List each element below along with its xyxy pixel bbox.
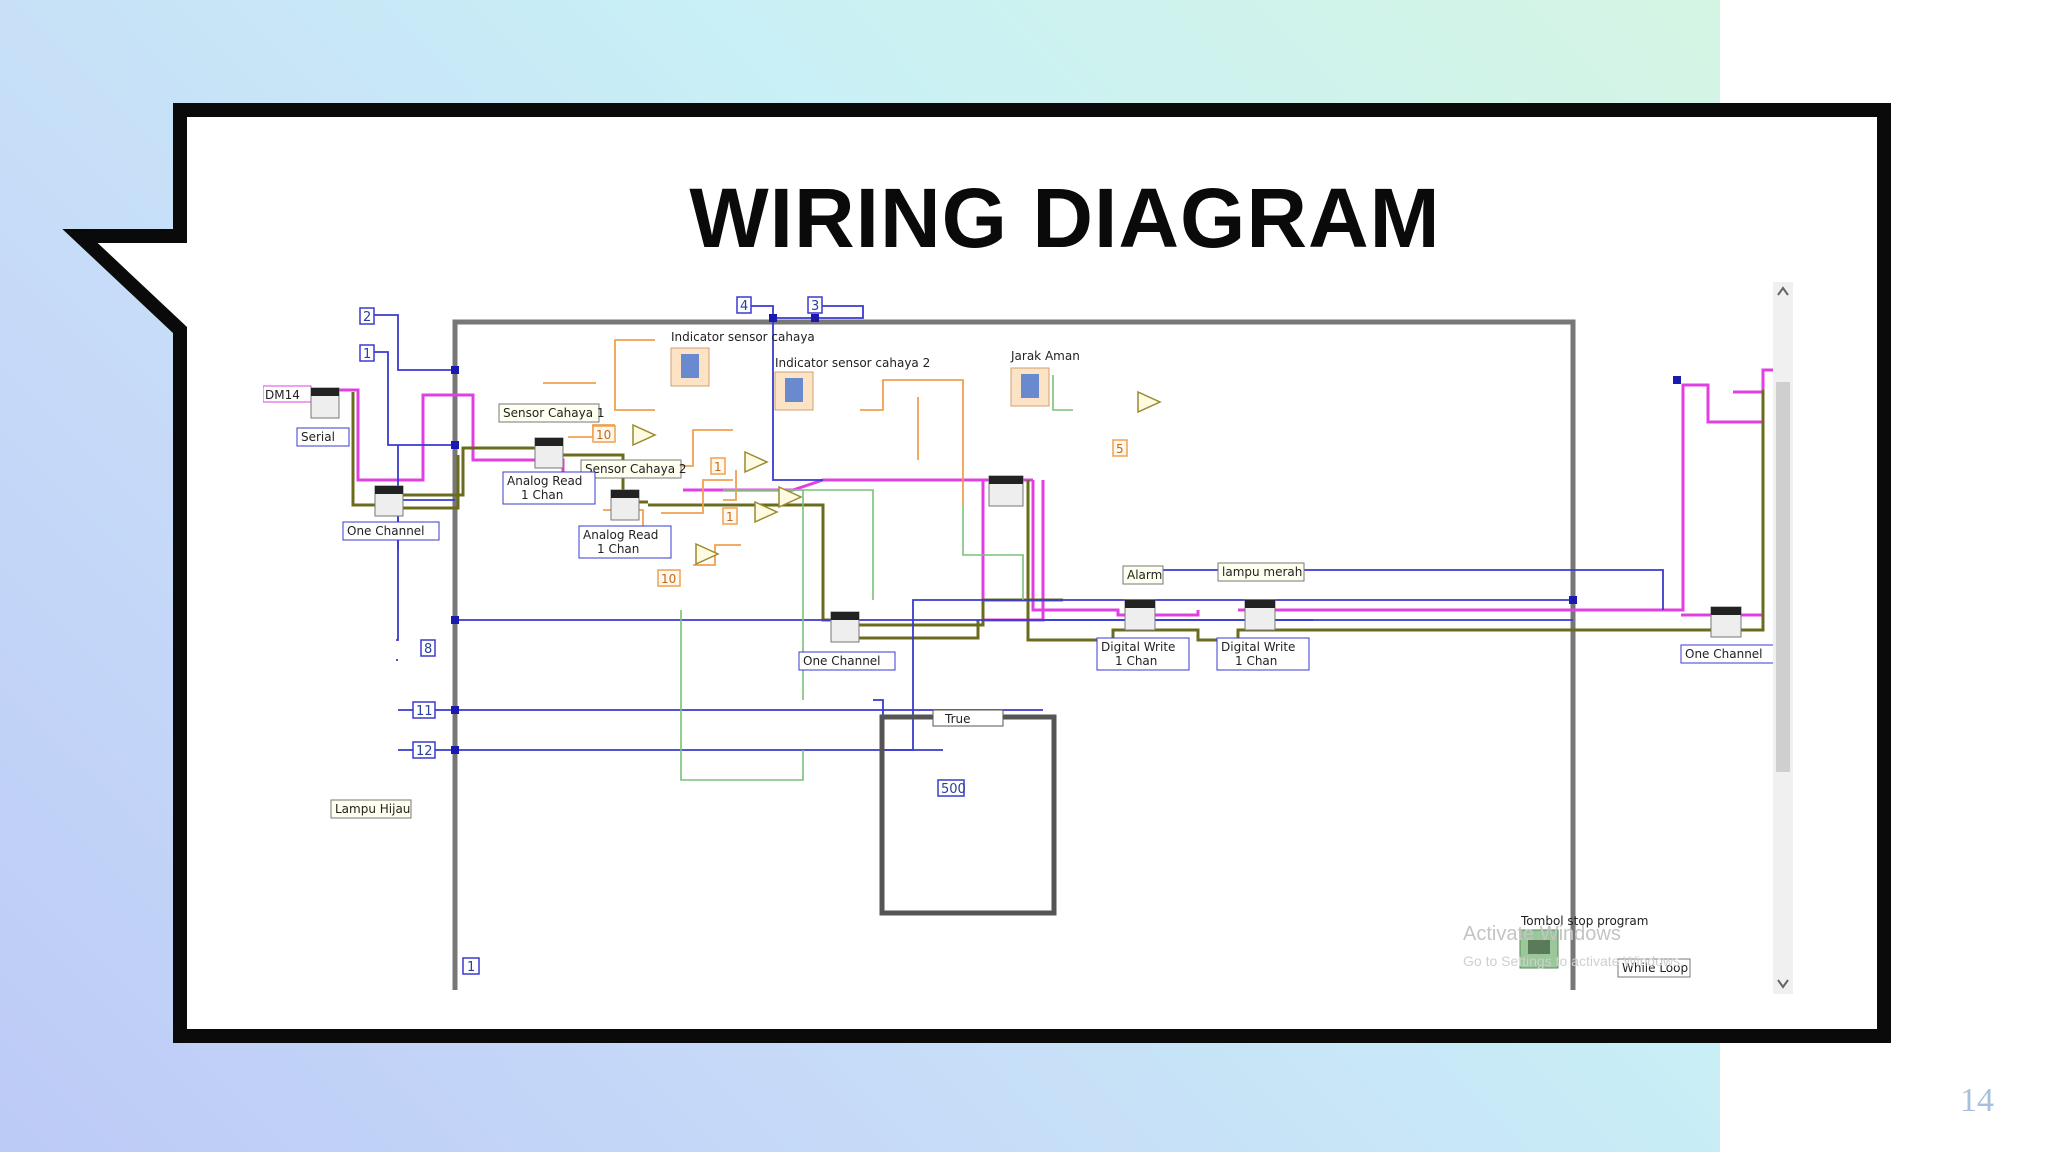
analog-read-selector-2: Analog Read 1 Chan xyxy=(578,525,672,559)
svg-text:11: 11 xyxy=(416,704,433,719)
serial-selector: Serial xyxy=(296,427,350,447)
lino-close-block xyxy=(1710,606,1742,638)
lino-block-1 xyxy=(374,485,404,517)
svg-text:8: 8 xyxy=(424,642,432,657)
blue-constant-12: 12 xyxy=(412,741,436,759)
resource-name-control: DM14 xyxy=(263,385,312,403)
svg-text:Digital Write: Digital Write xyxy=(1221,640,1295,654)
svg-text:1: 1 xyxy=(726,510,734,524)
svg-text:10: 10 xyxy=(596,428,611,442)
svg-text:1 Chan: 1 Chan xyxy=(521,488,563,502)
lino-analog-block-2 xyxy=(610,489,640,521)
svg-text:Analog Read: Analog Read xyxy=(583,528,658,542)
activate-windows-subtext: Go to Settings to activate Windows. xyxy=(1463,953,1684,969)
orange-constant-1b: 1 xyxy=(722,507,738,525)
svg-text:10: 10 xyxy=(661,572,676,586)
one-channel-selector-3: One Channel xyxy=(1680,644,1778,664)
one-channel-selector-2: One Channel xyxy=(798,651,896,671)
comparator-nodes xyxy=(632,390,1162,566)
blue-constant-2: 2 xyxy=(359,307,375,325)
svg-text:True: True xyxy=(944,712,971,726)
green-wire-group xyxy=(680,375,1073,781)
lino-block-2 xyxy=(830,611,860,643)
jarak-aman-indicator-icon xyxy=(1010,367,1050,407)
blue-constant-500: 500 xyxy=(937,779,966,797)
orange-constant-10a: 10 xyxy=(592,425,616,443)
while-loop-label: While Loop xyxy=(1617,958,1691,978)
one-channel-selector-1: One Channel xyxy=(342,521,440,541)
olive-wire-group xyxy=(351,390,1765,642)
lampu-merah-terminal: lampu merah xyxy=(1217,562,1305,582)
blue-constant-1: 1 xyxy=(359,344,375,362)
lino-analog-block-1 xyxy=(534,437,564,469)
blue-constant-8: 8 xyxy=(420,639,436,657)
indicator-sensor-cahaya-icon xyxy=(670,347,710,387)
svg-text:Lampu Hijau: Lampu Hijau xyxy=(335,802,410,816)
tombol-stop-label: Tombol stop program xyxy=(1520,914,1648,928)
jarak-aman-label: Jarak Aman xyxy=(1010,349,1080,363)
orange-constant-1a: 1 xyxy=(710,457,726,475)
lino-ultrasonic-block xyxy=(988,475,1024,507)
lino-digital-block-2 xyxy=(1244,599,1276,631)
svg-text:lampu merah: lampu merah xyxy=(1222,565,1302,579)
svg-text:1: 1 xyxy=(363,347,371,362)
stop-button-control xyxy=(1519,929,1559,969)
blue-constant-4: 4 xyxy=(736,296,752,314)
svg-text:1 Chan: 1 Chan xyxy=(1115,654,1157,668)
svg-text:1 Chan: 1 Chan xyxy=(597,542,639,556)
svg-text:12: 12 xyxy=(416,744,433,759)
while-loop-frame xyxy=(452,319,1576,990)
svg-text:4: 4 xyxy=(740,299,748,314)
svg-text:Analog Read: Analog Read xyxy=(507,474,582,488)
svg-text:500: 500 xyxy=(941,782,966,797)
svg-text:5: 5 xyxy=(1116,442,1124,456)
svg-text:One Channel: One Channel xyxy=(347,524,425,538)
blue-constant-3: 3 xyxy=(807,296,823,314)
svg-text:Sensor Cahaya 1: Sensor Cahaya 1 xyxy=(503,406,605,420)
slide-page-number: 14 xyxy=(1960,1082,1994,1119)
labview-block-diagram: 2 1 4 3 8 11 12 500 xyxy=(263,280,1793,990)
svg-text:Serial: Serial xyxy=(301,430,335,444)
iteration-terminal: 1 xyxy=(462,957,480,975)
activate-windows-watermark: Activate Windows xyxy=(1463,923,1621,945)
sensor-cahaya-1-terminal: Sensor Cahaya 1 xyxy=(498,403,605,423)
indicator-sensor-cahaya-2-label: Indicator sensor cahaya 2 xyxy=(775,356,930,370)
svg-text:DM14: DM14 xyxy=(265,388,300,402)
analog-read-selector-1: Analog Read 1 Chan xyxy=(502,471,596,505)
wire-junctions xyxy=(451,314,1681,754)
blue-constant-11: 11 xyxy=(412,701,436,719)
indicator-sensor-cahaya-label: Indicator sensor cahaya xyxy=(671,330,815,344)
sensor-cahaya-2-terminal: Sensor Cahaya 2 xyxy=(580,459,687,479)
alarm-terminal: Alarm xyxy=(1122,565,1164,585)
svg-text:While Loop: While Loop xyxy=(1622,961,1688,975)
lino-init-block xyxy=(310,387,340,419)
case-structure: True xyxy=(879,709,1057,916)
indicator-sensor-cahaya-2-icon xyxy=(774,371,814,411)
digital-write-selector-1: Digital Write 1 Chan xyxy=(1096,637,1190,671)
svg-text:Digital Write: Digital Write xyxy=(1101,640,1175,654)
svg-text:2: 2 xyxy=(363,310,371,325)
vertical-scrollbar[interactable] xyxy=(1773,282,1793,994)
lino-digital-block-1 xyxy=(1124,599,1156,631)
svg-text:1: 1 xyxy=(467,960,475,975)
svg-text:3: 3 xyxy=(811,299,819,314)
svg-text:1: 1 xyxy=(714,460,722,474)
svg-text:One Channel: One Channel xyxy=(1685,647,1763,661)
orange-constant-5: 5 xyxy=(1112,439,1128,457)
svg-text:One Channel: One Channel xyxy=(803,654,881,668)
svg-text:Sensor Cahaya 2: Sensor Cahaya 2 xyxy=(585,462,687,476)
lampu-hijau-terminal: Lampu Hijau xyxy=(330,799,412,819)
orange-constant-10b: 10 xyxy=(657,569,681,587)
svg-text:1 Chan: 1 Chan xyxy=(1235,654,1277,668)
digital-write-selector-2: Digital Write 1 Chan xyxy=(1216,637,1310,671)
svg-text:Alarm: Alarm xyxy=(1127,568,1162,582)
slide-title: WIRING DIAGRAM xyxy=(689,171,1441,265)
